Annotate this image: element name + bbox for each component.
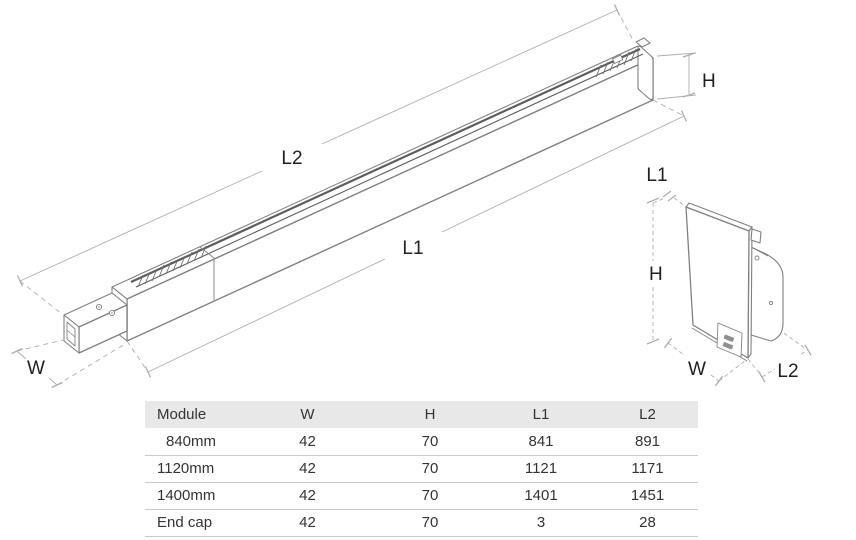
cell-l2: 891 [634,432,661,450]
endcap-w-label: W [688,359,706,380]
cell-h: 70 [421,514,439,531]
endcap-l2-label: L2 [777,361,798,382]
main-w-label: W [27,358,45,379]
col-header-l1: L1 [532,406,550,423]
cell-w: 42 [299,460,316,477]
dim-h [656,52,697,100]
dim-l1 [126,99,688,378]
cell-module: 1120mm [157,460,215,477]
endcap-l1-label: L1 [646,165,667,186]
endcap-clip [750,228,762,244]
dim-endcap-l2 [747,332,812,383]
dim-endcap-l1 [662,190,686,207]
cell-w: 42 [299,432,316,450]
track-hatch-left [137,245,207,288]
cell-module: 840mm [166,432,217,450]
dim-l2 [16,4,635,315]
col-header-module: Module [157,406,207,423]
profile-front-face [126,57,654,342]
dim-endcap-w [663,337,747,387]
cell-l1: 1401 [524,487,558,504]
cell-module: End cap [157,514,213,531]
dim-endcap-h [646,197,666,345]
cell-l2: 28 [639,514,656,531]
cell-l1: 3 [536,514,546,531]
main-l2-label: L2 [281,148,302,169]
dimensions-table: Module W H L1 L2 840mm 42 70 841 891 112… [145,401,698,537]
endcap-hole [768,300,774,306]
dim-w [11,339,126,389]
main-l1-label: L1 [402,238,423,259]
cell-l1: 841 [528,432,554,450]
cell-h: 70 [421,460,439,477]
col-header-l2: L2 [639,406,656,423]
profile-track [130,47,644,300]
endcap-body [750,246,784,342]
cell-h: 70 [421,487,439,504]
table-header-row: Module W H L1 L2 [145,401,698,428]
main-h-label: H [702,71,716,92]
endcap-plate-face [685,206,750,359]
end-cap-detail [685,202,784,362]
dimensions-endcap [646,190,812,387]
track-connector [63,292,128,354]
cell-l2: 1171 [631,460,664,477]
endcap-h-label: H [649,264,663,285]
table-row: End cap 42 70 3 28 [145,509,698,536]
cell-w: 42 [299,487,316,504]
table-row: 840mm 42 70 841 891 [145,428,698,455]
main-profile [111,37,654,342]
table-row: 1120mm 42 70 1121 1171 [145,455,698,482]
cell-h: 70 [421,432,439,450]
col-header-h: H [424,406,436,423]
endcap-hole [754,255,760,261]
cell-module: 1400mm [157,487,216,504]
table-row: 1400mm 42 70 1401 1451 [145,482,698,509]
col-header-w: W [300,406,315,423]
cell-l2: 1451 [630,487,665,504]
profile-end-tab [635,37,651,48]
profile-right-end-face [637,45,654,100]
dimensions-main [11,4,697,389]
cell-w: 42 [299,514,316,531]
cell-l1: 1121 [524,460,558,477]
